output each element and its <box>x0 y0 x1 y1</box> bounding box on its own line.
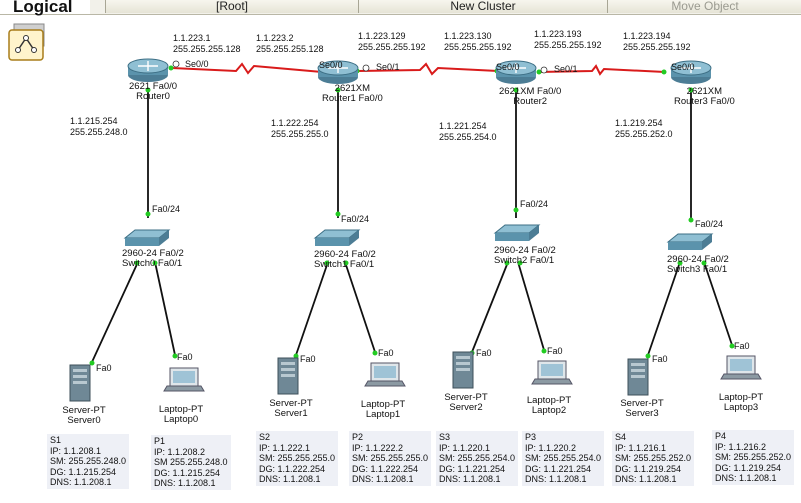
port-label: Se0/0 <box>185 59 209 69</box>
clock-icon <box>540 66 548 74</box>
port-label: Se0/0 <box>496 62 520 72</box>
serial-link-r0-r1 <box>171 62 323 75</box>
link-s1-server1 <box>295 261 329 356</box>
clock-icons <box>172 60 548 74</box>
link-s3-laptop3 <box>703 261 733 346</box>
port-label: Fa0 <box>96 363 112 373</box>
link-s1-laptop1 <box>344 261 376 353</box>
port-label: Fa0/24 <box>152 204 181 214</box>
port-label: Fa0 <box>476 348 492 358</box>
port-label: Se0/0 <box>671 62 695 72</box>
link-s2-server2 <box>471 261 509 353</box>
serial-links <box>171 62 666 76</box>
port-label: Fa0/24 <box>520 199 549 209</box>
link-s0-laptop0 <box>154 261 176 356</box>
router-icon[interactable] <box>495 60 537 84</box>
logical-label: Logical <box>13 0 73 16</box>
port-label: Fa0 <box>300 354 316 364</box>
root-tab[interactable]: [Root] <box>105 0 358 13</box>
switch-icon[interactable] <box>123 229 171 246</box>
server-icon[interactable] <box>277 357 299 395</box>
clock-icon <box>172 60 180 68</box>
router-icon[interactable] <box>670 60 712 84</box>
link-s3-server3 <box>647 261 681 356</box>
link-s2-laptop2 <box>517 261 545 351</box>
serial-link-r2-r3 <box>537 64 666 76</box>
port-label: Fa0 <box>547 346 563 356</box>
laptop-icon[interactable] <box>531 360 573 385</box>
server-icon[interactable] <box>452 351 474 389</box>
router-icon[interactable] <box>317 60 359 84</box>
server-icon[interactable] <box>69 364 91 402</box>
clock-icon <box>362 64 370 72</box>
new-cluster-tab[interactable]: New Cluster <box>358 0 607 13</box>
switch-icon[interactable] <box>313 229 361 246</box>
logical-view-icon[interactable] <box>8 22 48 62</box>
laptop-icon[interactable] <box>163 367 205 392</box>
laptop-icon[interactable] <box>364 362 406 387</box>
port-label: Fa0 <box>378 348 394 358</box>
port-label: Se0/1 <box>376 62 400 72</box>
port-label: Fa0/24 <box>341 214 370 224</box>
port-label: Fa0 <box>734 341 750 351</box>
move-object-tab: Move Object <box>607 0 801 13</box>
server-icon[interactable] <box>627 358 649 396</box>
logical-workspace-tab[interactable]: Logical <box>0 0 90 16</box>
port-label: Fa0 <box>652 354 668 364</box>
router-icon[interactable] <box>127 58 169 82</box>
link-s0-server0 <box>91 261 139 363</box>
port-label: Se0/1 <box>554 64 578 74</box>
switch-icon[interactable] <box>493 224 541 241</box>
port-label: Se0/0 <box>319 60 343 70</box>
laptop-icon[interactable] <box>720 355 762 380</box>
serial-link-r1-r2 <box>357 62 499 76</box>
port-label: Fa0/24 <box>695 219 724 229</box>
port-label: Fa0 <box>177 352 193 362</box>
switch-icon[interactable] <box>666 233 714 250</box>
ethernet-links <box>91 88 733 363</box>
port-status-dots <box>89 65 735 366</box>
